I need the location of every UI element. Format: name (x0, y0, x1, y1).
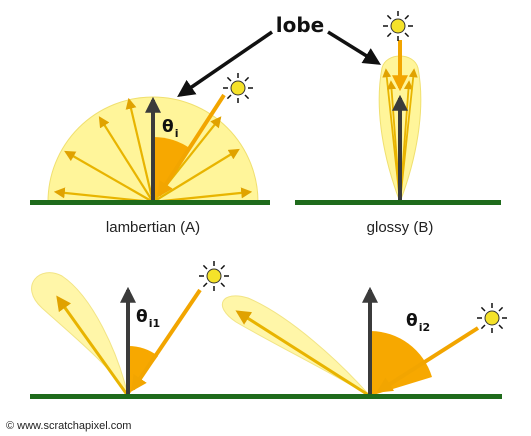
glossy-caption: glossy (B) (367, 219, 434, 236)
sun-icon (383, 11, 413, 41)
lobe-left (31, 272, 129, 397)
theta-i1-label: θi1 (136, 307, 160, 330)
ground-line (30, 200, 270, 205)
ground-line (30, 394, 502, 399)
copyright-text: © www.scratchapixel.com (6, 420, 131, 432)
theta-i2-label: θi2 (406, 311, 430, 334)
arrow-icon (327, 30, 381, 65)
theta-i-label: θi (162, 117, 178, 140)
panel-glossy: glossy (B) (295, 11, 501, 236)
ground-line (295, 200, 501, 205)
sun-icon (223, 73, 253, 103)
lobe-label: lobe (276, 13, 324, 37)
panel-lambertian: θi lambertian (A) (30, 73, 270, 236)
arrow-icon (177, 30, 273, 97)
incident-ray (376, 326, 480, 393)
incident-ray (157, 93, 226, 198)
sun-icon (199, 261, 229, 291)
sun-icon (477, 303, 507, 333)
lambertian-caption: lambertian (A) (106, 219, 200, 236)
reflected-ray (56, 295, 130, 397)
panel-off-specular: θi1 θi2 (30, 261, 507, 399)
incident-ray (131, 288, 202, 392)
lobe-callout: lobe (177, 13, 381, 97)
reflected-ray (235, 310, 371, 398)
